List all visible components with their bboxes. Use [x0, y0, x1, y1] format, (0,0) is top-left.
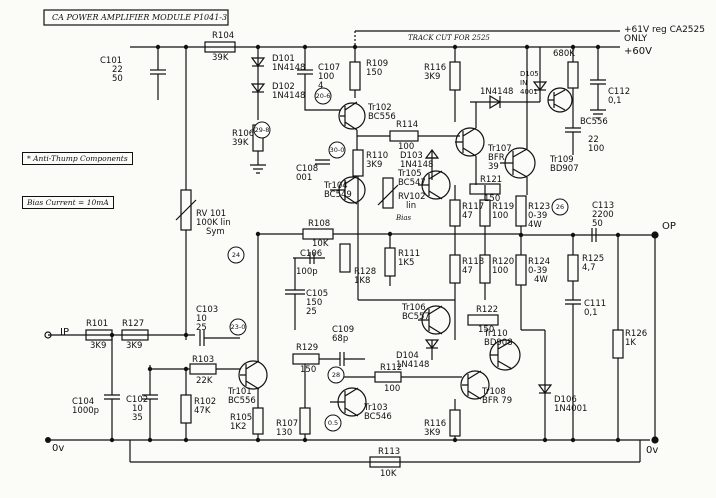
label-r103-value: 22K — [196, 376, 213, 386]
node-label: 23-0 — [230, 323, 246, 331]
label-r113: R113 — [378, 447, 401, 457]
label-r122: R122 — [476, 305, 499, 315]
label-r680k: 680K — [553, 49, 575, 59]
label-r113-value: 10K — [380, 469, 397, 479]
label-c106-value: 100p — [296, 267, 318, 277]
label-r104: R104 — [212, 31, 235, 41]
label-r114-value: 100 — [398, 142, 415, 152]
node-label: 0.5 — [327, 419, 339, 427]
label-bias: Bias — [396, 214, 412, 222]
label-r121: R121 — [480, 175, 503, 185]
label-r114: R114 — [396, 120, 419, 130]
label-diode-1n4148: 1N4148 — [480, 87, 514, 97]
track-cut-note: TRACK CUT FOR 2525 — [408, 34, 490, 42]
node-label: 20-6 — [315, 92, 331, 100]
label-r103: R103 — [192, 355, 215, 365]
ground-left-label: 0v — [52, 443, 65, 454]
node-label: 30-0 — [329, 146, 345, 154]
label-r108-value: 10K — [312, 239, 329, 249]
label-r104-value: 39K — [212, 53, 229, 63]
label-r121-value: 150 — [484, 194, 501, 204]
label-r108: R108 — [308, 219, 331, 229]
label-r112: R112 — [380, 363, 403, 373]
label-r129-value: 150 — [300, 365, 317, 375]
input-label: IP — [60, 327, 69, 338]
rail-61v-label: +61V reg CA2525 ONLY — [624, 25, 705, 44]
node-label: 24 — [231, 251, 241, 259]
label-r127: R127 — [122, 319, 145, 329]
rail-60v-label: +60V — [624, 46, 652, 57]
node-label: 26 — [555, 203, 565, 211]
label-r129: R129 — [296, 343, 319, 353]
label-r112-value: 100 — [384, 384, 401, 394]
label-c106: C106 — [300, 249, 323, 259]
label-bc556-small: BC556 — [580, 117, 608, 127]
label-r101-value: 3K9 — [90, 341, 107, 351]
module-title: CA POWER AMPLIFIER MODULE P1041-3 — [52, 13, 228, 22]
label-r122-value: 150 — [478, 325, 495, 335]
bias-current-note: Bias Current = 10mA — [22, 196, 114, 209]
output-label: OP — [662, 221, 676, 232]
label-r127-value: 3K9 — [126, 341, 143, 351]
anti-thump-note: * Anti-Thump Components — [22, 152, 133, 165]
node-label: 28 — [331, 371, 341, 379]
node-label: 29-8 — [254, 126, 270, 134]
label-r101: R101 — [86, 319, 109, 329]
ground-right-label: 0v — [646, 445, 659, 456]
